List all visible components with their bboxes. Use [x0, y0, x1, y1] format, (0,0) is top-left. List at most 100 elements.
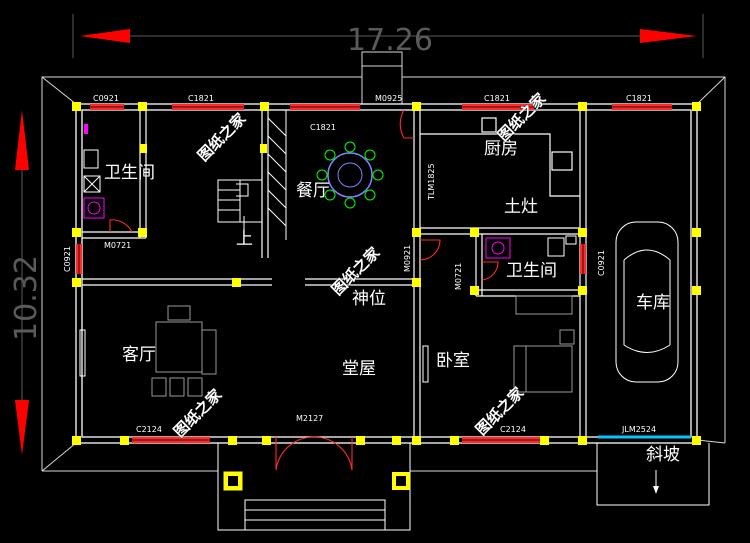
- window-c2124: [132, 437, 210, 443]
- column: [412, 102, 421, 111]
- column: [356, 436, 365, 445]
- kitchen-appliance: [481, 117, 497, 133]
- code-tlm1825: TLM1825: [427, 163, 436, 201]
- sofa-side: [201, 329, 217, 375]
- code-m0721-b: M0721: [454, 263, 463, 290]
- sink-2: [485, 237, 511, 259]
- column: [138, 228, 147, 237]
- label-bathroom-2: 卫生间: [506, 261, 557, 281]
- staircase: [217, 110, 287, 244]
- label-ramp: 斜坡: [646, 445, 680, 465]
- bathroom-1-fixtures: [83, 124, 105, 219]
- column: [412, 436, 421, 445]
- column: [692, 286, 701, 295]
- width-dimension: 17.26: [72, 14, 704, 58]
- ramp-outline: [596, 443, 710, 506]
- bedroom-side-window: [422, 345, 429, 383]
- column: [412, 228, 421, 237]
- width-arrow-left: [80, 29, 130, 43]
- fixture-1: [84, 124, 88, 134]
- width-dimension-label: 17.26: [347, 23, 433, 58]
- column: [72, 102, 81, 111]
- car-body: [615, 221, 679, 383]
- column: [470, 286, 479, 295]
- bathroom-2-fixtures: [485, 235, 577, 259]
- height-dimension-label: 10.32: [9, 255, 44, 341]
- code-m2127: M2127: [296, 414, 323, 423]
- column: [120, 436, 129, 445]
- watermark: 图纸之家: [170, 386, 225, 441]
- wardrobe: [515, 295, 573, 315]
- column: [392, 436, 401, 445]
- toilet-1: [83, 149, 99, 169]
- column: [262, 436, 271, 445]
- label-garage: 车库: [636, 293, 670, 313]
- door-m0921: [419, 239, 441, 261]
- fixture-2: [565, 235, 577, 245]
- column: [578, 228, 587, 237]
- label-kitchen: 厨房: [484, 139, 518, 159]
- window-c0921-top: [90, 104, 124, 110]
- code-c1821-b: C1821: [310, 123, 336, 132]
- stair-break-line: [236, 183, 249, 197]
- chair: [344, 197, 356, 209]
- watermark: 图纸之家: [194, 110, 249, 165]
- code-c1821-a: C1821: [188, 94, 214, 103]
- living-furniture: [151, 305, 217, 397]
- window-c0921-left: [76, 244, 82, 274]
- door-m0721-a: [109, 219, 133, 233]
- kitchen-counter: [420, 133, 580, 197]
- room-labels: 卫生间 餐厅 厨房 土灶 上 卫生间 神位 客厅 堂屋 卧室 车库 斜坡: [104, 139, 680, 465]
- column: [260, 144, 267, 153]
- column: [138, 102, 147, 111]
- label-bedroom: 卧室: [436, 351, 470, 371]
- ramp-arrow-head: [653, 486, 659, 494]
- chair: [364, 189, 376, 201]
- column: [540, 436, 549, 445]
- window-c1821-d: [612, 104, 672, 110]
- porch-steps: [244, 499, 386, 531]
- window-c1821-c: [462, 104, 534, 110]
- kitchen-sink: [551, 151, 573, 171]
- code-c1821-d: C1821: [626, 94, 652, 103]
- roof-outline: [41, 51, 726, 472]
- code-c0921-right: C0921: [597, 250, 606, 276]
- hip-line-bl: [41, 442, 77, 472]
- chair-b: [169, 377, 185, 397]
- column: [692, 228, 701, 237]
- label-hall: 堂屋: [342, 359, 376, 379]
- column: [260, 102, 269, 111]
- sink-1: [83, 197, 105, 219]
- doors: [109, 109, 499, 471]
- nightstand: [559, 329, 575, 345]
- code-m0925: M0925: [375, 94, 402, 103]
- eave-line-top-right: [402, 76, 726, 443]
- column: [470, 228, 479, 237]
- front-porch: [217, 443, 710, 531]
- dining-table-inner: [337, 162, 363, 188]
- opening-codes: C0921 C1821 M0925 C1821 C1821 C1821 TLM1…: [63, 94, 656, 434]
- bedroom-furniture: [513, 295, 575, 393]
- label-stove: 土灶: [504, 197, 538, 217]
- code-jlm2524: JLM2524: [621, 425, 656, 434]
- window-c0921-right: [580, 244, 586, 274]
- chair-c: [187, 377, 203, 397]
- code-c2124-b: C2124: [500, 425, 526, 434]
- bed: [513, 345, 573, 393]
- chair: [324, 189, 336, 201]
- car-icon: [615, 221, 679, 383]
- code-c0921-top: C0921: [93, 94, 119, 103]
- column: [72, 278, 81, 287]
- code-m0721-a: M0721: [104, 241, 131, 250]
- column: [412, 278, 421, 287]
- column: [450, 436, 459, 445]
- column: [578, 286, 587, 295]
- column: [72, 228, 81, 237]
- window-c1821-b: [290, 104, 360, 110]
- chair: [372, 169, 384, 181]
- toilet-2: [547, 237, 565, 257]
- column: [232, 278, 241, 287]
- chair: [316, 169, 328, 181]
